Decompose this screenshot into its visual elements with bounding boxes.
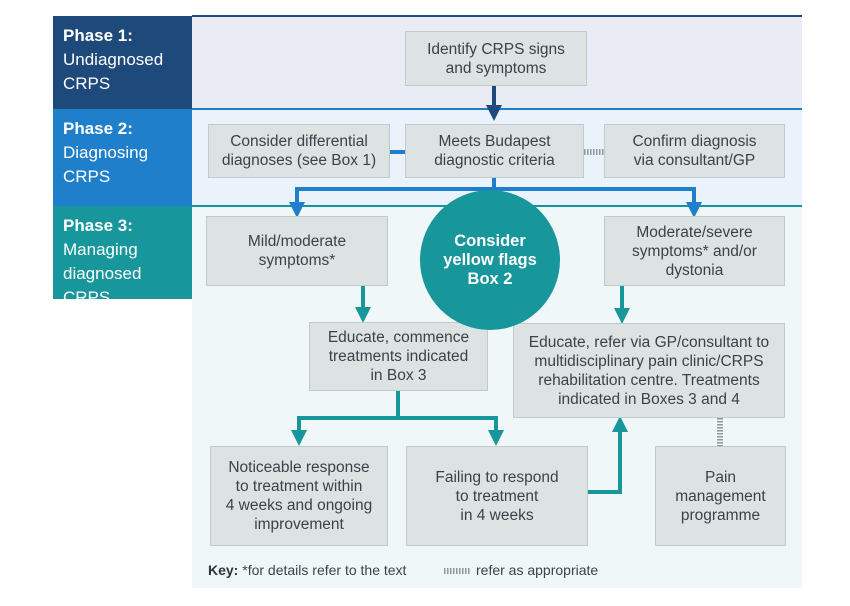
key-label: Key: (208, 562, 239, 578)
key-text: *for details refer to the text (238, 562, 407, 578)
box-line: Noticeable response (228, 459, 370, 476)
pain-management-box: Pain management programme (655, 446, 786, 546)
circle-line: Box 2 (467, 269, 513, 288)
arrow-failing-to-educate-refer (588, 416, 628, 494)
box-line: Identify CRPS signs (427, 40, 565, 58)
box-line: Consider differential (230, 133, 368, 150)
phase3-label: Phase 3: Managing diagnosed CRPS (53, 206, 192, 307)
mild-moderate-box: Mild/moderate symptoms* (206, 216, 388, 286)
circle-line: Consider (454, 231, 526, 250)
box-line: Moderate/severe (636, 223, 753, 241)
phase3-subtitle-line: diagnosed CRPS (63, 264, 142, 307)
box-line: symptoms* (258, 252, 336, 269)
arrow-to-moderate (494, 187, 702, 218)
arrow-to-noticeable (291, 416, 398, 446)
box-line: in Box 3 (370, 367, 427, 384)
arrow-to-failing (398, 416, 504, 446)
box-line: multidisciplinary pain clinic/CRPS (534, 352, 764, 370)
phase2-subtitle-line: Diagnosing (63, 143, 149, 162)
key-dashed-label: refer as appropriate (476, 562, 599, 578)
budapest-box: Meets Budapest diagnostic criteria (405, 124, 584, 178)
noticeable-response-box: Noticeable response to treatment within … (210, 446, 388, 546)
phase1-subtitle-line: Undiagnosed (63, 50, 164, 69)
moderate-severe-box: Moderate/severe symptoms* and/or dystoni… (604, 216, 785, 286)
differential-box: Consider differential diagnoses (see Box… (208, 124, 390, 178)
phase1-subtitle-line: CRPS (63, 74, 111, 93)
box-line: treatments indicated (328, 348, 469, 365)
box-line: Meets Budapest (438, 133, 551, 150)
failing-to-respond-box: Failing to respond to treatment in 4 wee… (406, 446, 588, 546)
box-line: Mild/moderate (247, 233, 347, 250)
circle-line: yellow flags (443, 250, 537, 269)
phase1-label: Phase 1: Undiagnosed CRPS (53, 16, 192, 109)
box-line: improvement (254, 516, 344, 533)
educate-refer-box: Educate, refer via GP/consultant to mult… (513, 323, 785, 418)
box-line: rehabilitation centre. Treatments (538, 371, 760, 389)
box-line: to treatment (455, 487, 539, 505)
box-line: and symptoms (445, 59, 547, 77)
box-line: diagnostic criteria (434, 152, 555, 169)
box-line: Educate, refer via GP/consultant to (528, 333, 770, 351)
yellow-flags-circle: Consider yellow flags Box 2 (420, 190, 560, 330)
box-line: in 4 weeks (460, 506, 534, 524)
box-line: management (675, 487, 766, 505)
phase2-label: Phase 2: Diagnosing CRPS (53, 109, 192, 206)
box-line: diagnoses (see Box 1) (221, 152, 377, 169)
phase2-title: Phase 2: (63, 119, 133, 138)
box-line: Confirm diagnosis (632, 133, 757, 150)
phase1-divider (192, 15, 802, 17)
box-line: Failing to respond (435, 468, 559, 486)
box-line: programme (680, 506, 761, 524)
arrow-to-mild (289, 187, 494, 218)
identify-box: Identify CRPS signs and symptoms (405, 31, 587, 86)
box-line: 4 weeks and ongoing (225, 497, 373, 514)
box-line: dystonia (665, 261, 724, 279)
box-line: indicated in Boxes 3 and 4 (558, 390, 740, 408)
box-line: via consultant/GP (633, 152, 756, 169)
box-line: symptoms* and/or (632, 242, 757, 260)
phase2-subtitle-line: CRPS (63, 167, 111, 186)
phase3-subtitle-line: Managing (63, 240, 138, 259)
phase1-title: Phase 1: (63, 26, 133, 45)
box-line: Pain (704, 468, 737, 486)
educate-commence-box: Educate, commence treatments indicated i… (309, 322, 488, 391)
key-legend: Key: *for details refer to the text (208, 562, 406, 578)
phase3-title: Phase 3: (63, 216, 133, 235)
confirm-box: Confirm diagnosis via consultant/GP (604, 124, 785, 178)
box-line: Educate, commence (327, 329, 470, 346)
box-line: to treatment within (235, 478, 363, 495)
